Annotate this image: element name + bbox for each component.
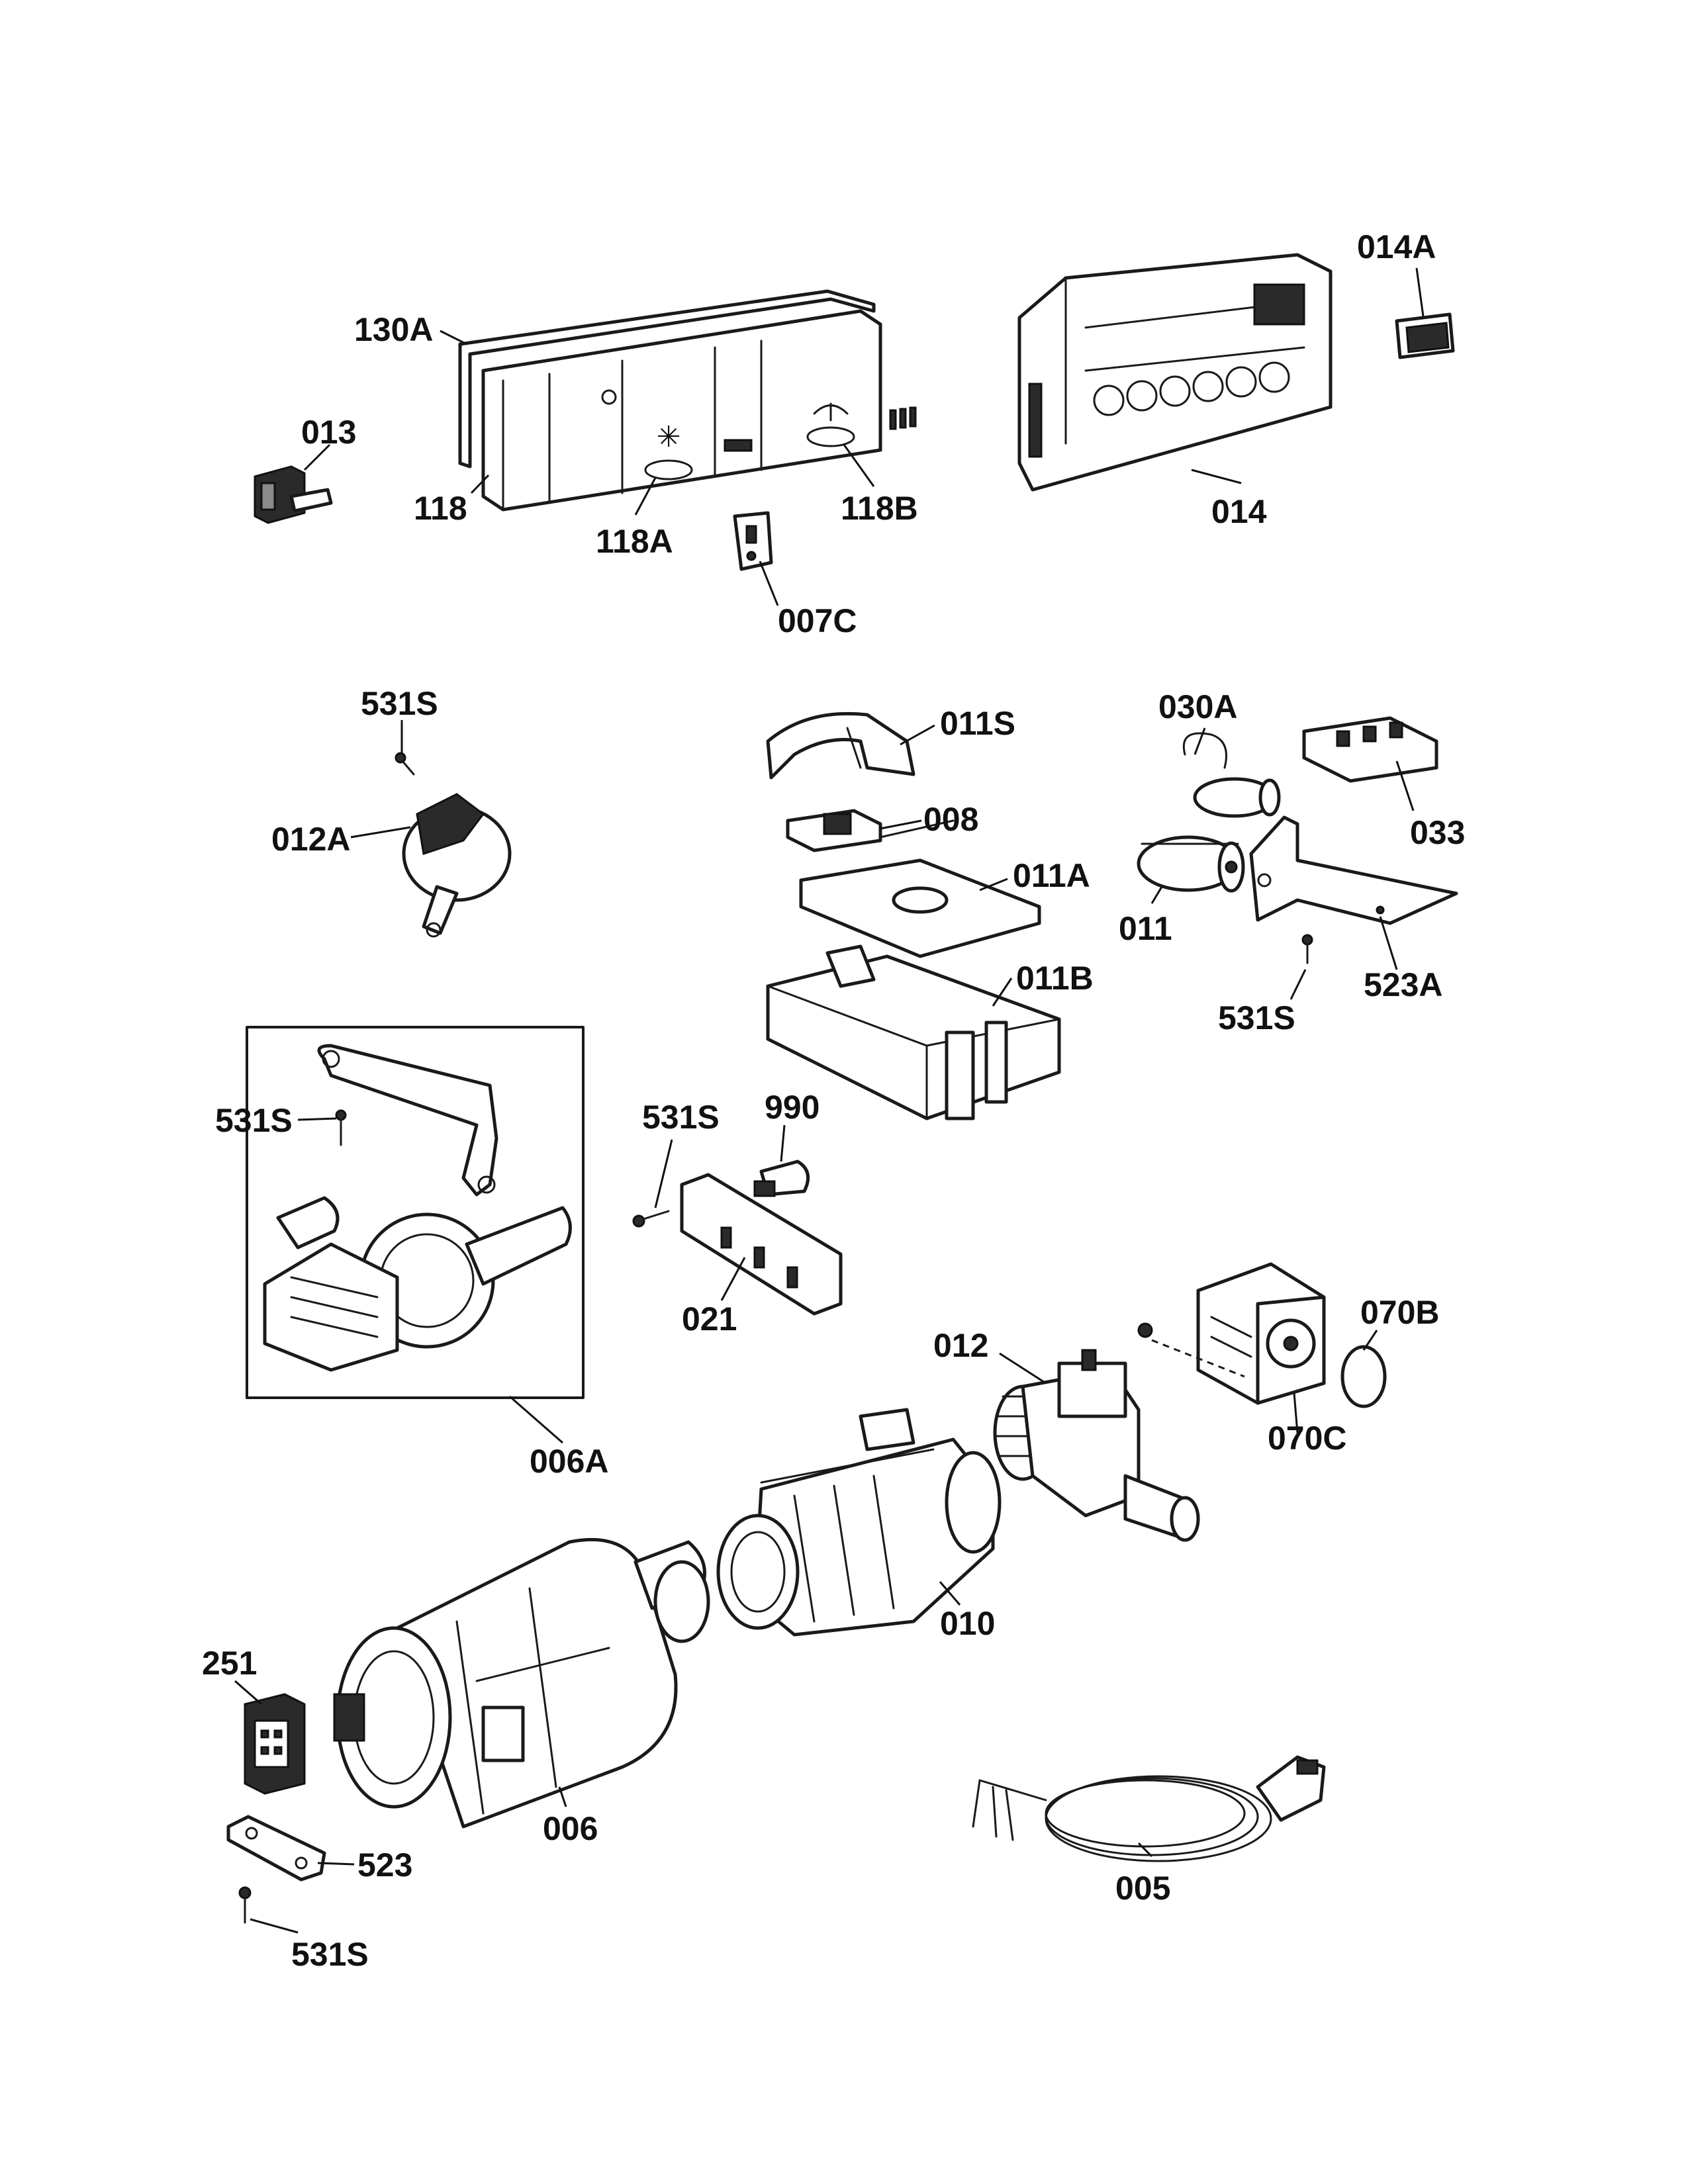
part-531S-screw-e bbox=[238, 1886, 252, 1924]
part-014A-module bbox=[1395, 312, 1455, 359]
label-118: 118 bbox=[414, 490, 467, 527]
label-070B: 070B bbox=[1360, 1294, 1440, 1331]
label-990: 990 bbox=[765, 1089, 820, 1126]
label-011S: 011S bbox=[940, 705, 1015, 742]
label-531S-e: 531S bbox=[291, 1936, 369, 1973]
part-070C-actuator bbox=[1196, 1262, 1326, 1405]
actuator-screw bbox=[1137, 1322, 1153, 1338]
part-011-capacitor bbox=[1137, 835, 1245, 893]
control-knobs bbox=[1093, 361, 1290, 416]
part-011B-housing bbox=[766, 944, 1061, 1120]
part-531S-screw-b bbox=[1301, 934, 1313, 964]
part-251-block bbox=[244, 1693, 306, 1795]
label-010: 010 bbox=[940, 1605, 995, 1642]
part-118A-button: ✳ bbox=[644, 420, 693, 480]
part-118-control-housing bbox=[481, 309, 882, 512]
label-013: 013 bbox=[301, 414, 356, 451]
svg-text:✳: ✳ bbox=[657, 420, 681, 454]
part-006A-drain-pump-assembly bbox=[246, 1026, 585, 1399]
part-006-circulation-motor bbox=[333, 1537, 710, 1829]
label-523: 523 bbox=[357, 1846, 412, 1884]
part-030A-capacitor bbox=[1183, 732, 1281, 818]
part-011A-lid bbox=[799, 858, 1041, 958]
label-523A: 523A bbox=[1364, 966, 1443, 1003]
part-012A-pressure-switch bbox=[402, 793, 512, 938]
label-008: 008 bbox=[923, 801, 978, 838]
leader-lines bbox=[234, 267, 1425, 1934]
label-014: 014 bbox=[1211, 493, 1267, 530]
part-990-thermistor bbox=[753, 1160, 810, 1197]
part-007C-clip bbox=[733, 511, 773, 571]
part-011S-cover bbox=[766, 711, 915, 780]
part-070B-ring bbox=[1340, 1345, 1387, 1408]
part-008-switch bbox=[786, 809, 955, 852]
label-011: 011 bbox=[1119, 910, 1172, 947]
part-013-switch bbox=[254, 465, 333, 524]
label-531S-a: 531S bbox=[361, 685, 438, 722]
part-531S-screw-c bbox=[335, 1109, 347, 1146]
label-006A: 006A bbox=[530, 1443, 609, 1480]
label-030A: 030A bbox=[1158, 688, 1238, 725]
part-005-power-cord bbox=[972, 1755, 1326, 1862]
drain-pump-body bbox=[263, 1196, 572, 1372]
label-531S-b: 531S bbox=[1218, 999, 1295, 1036]
part-010-heater-housing bbox=[716, 1408, 1002, 1637]
part-labels: 130A 118 118A 118B 013 007C 014 014A 531… bbox=[202, 228, 1465, 1973]
assembly-dashed-line bbox=[1151, 1339, 1245, 1378]
label-531S-c: 531S bbox=[215, 1102, 293, 1139]
label-033: 033 bbox=[1410, 814, 1465, 851]
label-118A: 118A bbox=[596, 523, 673, 560]
label-011B: 011B bbox=[1016, 960, 1094, 997]
label-006: 006 bbox=[543, 1810, 598, 1847]
part-531S-screw-a bbox=[395, 752, 415, 776]
part-531S-screw-d bbox=[632, 1210, 670, 1228]
drain-pump-bracket bbox=[317, 1044, 498, 1197]
part-523A-bracket bbox=[1249, 815, 1458, 925]
label-531S-d: 531S bbox=[642, 1099, 720, 1136]
label-012A: 012A bbox=[271, 821, 351, 858]
part-021-rail bbox=[680, 1173, 843, 1316]
part-523-bracket bbox=[226, 1815, 326, 1882]
label-012: 012 bbox=[933, 1327, 988, 1364]
label-070C: 070C bbox=[1268, 1420, 1347, 1457]
part-012-fill-valve bbox=[993, 1349, 1200, 1542]
label-007C: 007C bbox=[778, 602, 857, 639]
label-021: 021 bbox=[682, 1300, 737, 1338]
part-014-electronic-control bbox=[1017, 253, 1333, 492]
label-011A: 011A bbox=[1013, 857, 1090, 894]
part-118B-button bbox=[806, 402, 917, 447]
part-033-terminal-block bbox=[1302, 716, 1438, 783]
label-005: 005 bbox=[1115, 1870, 1170, 1907]
label-130A: 130A bbox=[354, 311, 434, 348]
label-014A: 014A bbox=[1357, 228, 1436, 265]
label-251: 251 bbox=[202, 1645, 257, 1682]
part-130A-gasket bbox=[458, 289, 876, 469]
label-118B: 118B bbox=[841, 490, 918, 527]
